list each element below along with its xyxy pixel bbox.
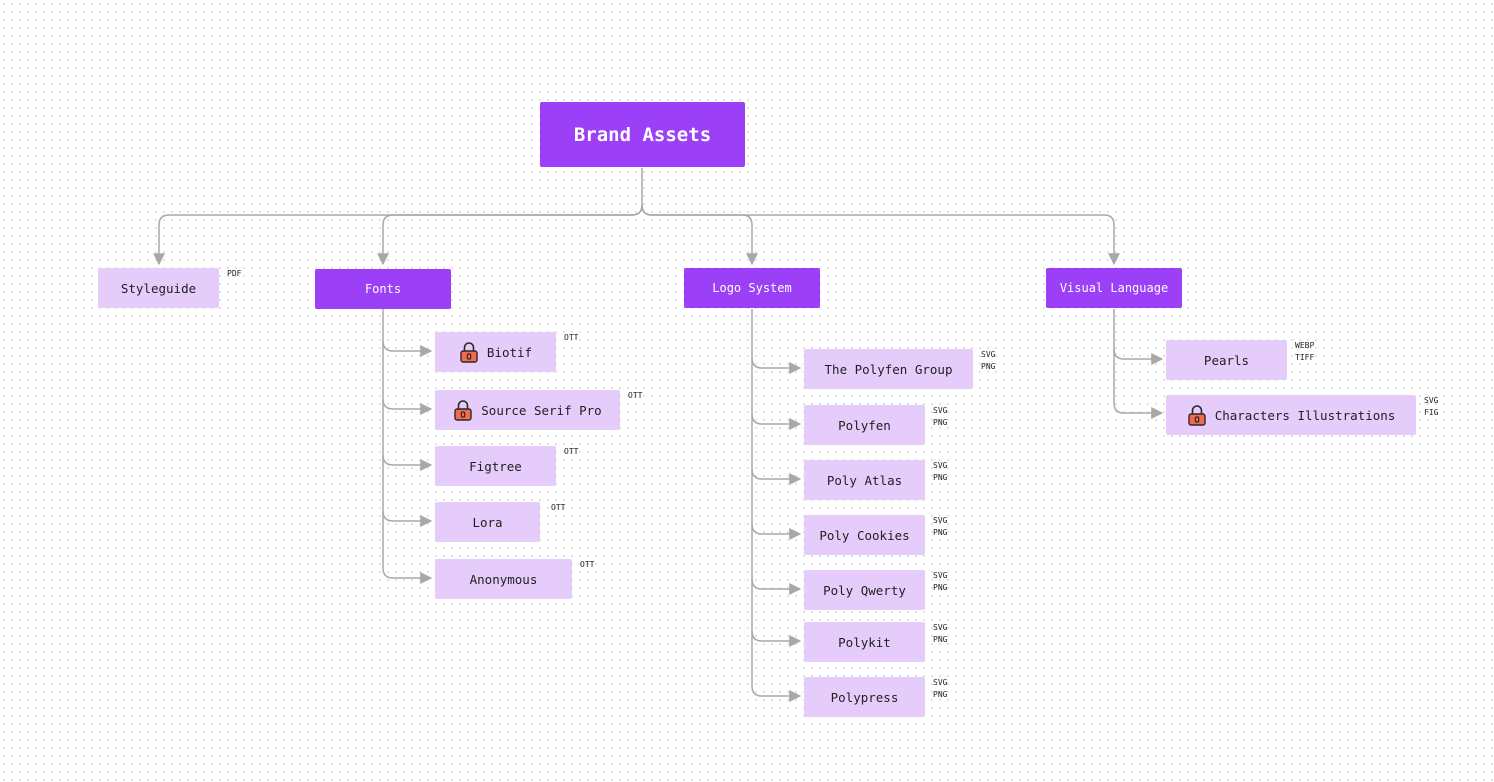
logo-formats: SVG PNG xyxy=(933,406,948,427)
font-format: OTT xyxy=(564,333,579,342)
branch-logo-system[interactable]: Logo System xyxy=(684,268,820,308)
connector-visual-pearls xyxy=(1113,348,1164,365)
font-node-lora[interactable]: Lora xyxy=(435,502,540,542)
styleguide-label: Styleguide xyxy=(120,280,197,296)
visual-node-pearls[interactable]: Pearls xyxy=(1166,340,1287,380)
logo-label: Poly Qwerty xyxy=(823,582,906,598)
connector-fonts-figtree xyxy=(382,454,433,471)
connector-logo-trunk xyxy=(751,309,763,697)
font-format: OTT xyxy=(551,503,566,512)
visual-language-label: Visual Language xyxy=(1059,281,1169,295)
logo-node-polypress[interactable]: Polypress xyxy=(804,677,925,717)
connector-logo-poly-cookies xyxy=(751,523,802,540)
branch-visual-language[interactable]: Visual Language xyxy=(1046,268,1182,308)
logo-label: Polypress xyxy=(830,689,899,705)
logo-label: Poly Cookies xyxy=(819,527,910,543)
font-format: OTT xyxy=(580,560,595,569)
logo-formats: SVG PNG xyxy=(933,516,948,537)
font-label: Figtree xyxy=(469,458,522,474)
font-label: Lora xyxy=(472,514,503,530)
connector-root-to-fonts xyxy=(377,204,643,266)
connector-visual-trunk xyxy=(1113,309,1125,414)
connector-fonts-trunk xyxy=(382,309,394,579)
root-node-brand-assets[interactable]: Brand Assets xyxy=(540,102,745,167)
visual-label: Pearls xyxy=(1203,352,1250,368)
connector-logo-poly-qwerty xyxy=(751,578,802,595)
logo-formats: SVG PNG xyxy=(933,461,948,482)
styleguide-format: PDF xyxy=(227,269,242,278)
logo-formats: SVG PNG xyxy=(933,678,948,699)
font-node-figtree[interactable]: Figtree xyxy=(435,446,556,486)
font-label: Source Serif Pro xyxy=(481,402,602,418)
logo-node-polyfen[interactable]: Polyfen xyxy=(804,405,925,445)
logo-label: Poly Atlas xyxy=(826,472,903,488)
connector-logo-poly-atlas xyxy=(751,468,802,485)
branch-styleguide[interactable]: Styleguide xyxy=(98,268,219,308)
lock-icon xyxy=(454,400,472,421)
lock-icon xyxy=(1187,405,1206,426)
connector-logo-polyfen-group xyxy=(751,357,802,374)
connector-logo-polykit xyxy=(751,630,802,647)
logo-formats: SVG PNG xyxy=(933,571,948,592)
font-node-anonymous[interactable]: Anonymous xyxy=(435,559,572,599)
root-label: Brand Assets xyxy=(573,123,712,146)
font-label: Anonymous xyxy=(469,571,538,587)
logo-node-poly-qwerty[interactable]: Poly Qwerty xyxy=(804,570,925,610)
lock-icon xyxy=(460,342,478,363)
font-format: OTT xyxy=(564,447,579,456)
fonts-label: Fonts xyxy=(364,282,402,296)
font-node-biotif[interactable]: Biotif xyxy=(435,332,556,372)
visual-label: Characters Illustrations xyxy=(1214,407,1396,423)
connector-logo-polyfen xyxy=(751,413,802,430)
visual-node-characters-illustrations[interactable]: Characters Illustrations xyxy=(1166,395,1416,435)
logo-label: Polyfen xyxy=(838,417,891,433)
logo-system-label: Logo System xyxy=(712,281,792,295)
logo-label: Polykit xyxy=(838,634,891,650)
logo-node-polykit[interactable]: Polykit xyxy=(804,622,925,662)
font-format: OTT xyxy=(628,391,643,400)
connector-root-to-logo-system xyxy=(641,204,758,266)
font-label: Biotif xyxy=(486,344,533,360)
connector-fonts-biotif xyxy=(382,340,433,357)
logo-node-poly-cookies[interactable]: Poly Cookies xyxy=(804,515,925,555)
logo-node-the-polyfen-group[interactable]: The Polyfen Group xyxy=(804,349,973,389)
logo-node-poly-atlas[interactable]: Poly Atlas xyxy=(804,460,925,500)
connector-fonts-lora xyxy=(382,510,433,527)
branch-fonts[interactable]: Fonts xyxy=(315,269,451,309)
logo-formats: SVG PNG xyxy=(981,350,996,371)
font-node-source-serif-pro[interactable]: Source Serif Pro xyxy=(435,390,620,430)
visual-formats: SVG FIG xyxy=(1424,396,1439,417)
logo-label: The Polyfen Group xyxy=(824,361,953,377)
visual-formats: WEBP TIFF xyxy=(1295,341,1315,362)
connector-fonts-source-serif xyxy=(382,398,433,415)
connector-root-to-visual-language xyxy=(641,204,1120,266)
logo-formats: SVG PNG xyxy=(933,623,948,644)
connector-root-to-styleguide xyxy=(153,168,643,266)
